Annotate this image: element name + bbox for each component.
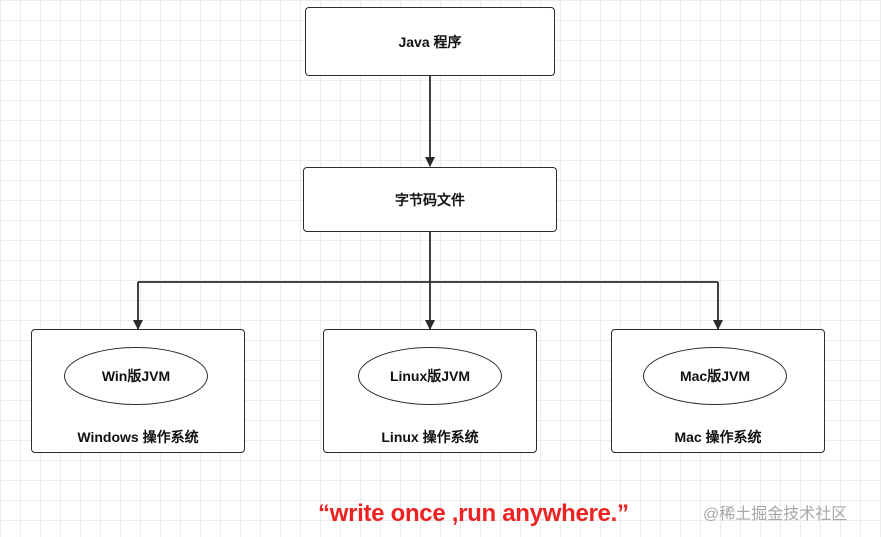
- mac-jvm-label: Mac版JVM: [679, 368, 751, 384]
- java-program-label: Java 程序: [398, 33, 462, 50]
- java-program-box: Java 程序: [305, 7, 555, 76]
- linux-os-label: Linux 操作系统: [381, 429, 479, 445]
- slogan-text: “write once ,run anywhere.”: [318, 500, 629, 527]
- windows-jvm-ellipse: Win版JVM: [64, 347, 208, 405]
- linux-jvm-label: Linux版JVM: [389, 368, 471, 384]
- windows-os-box: Win版JVM Windows 操作系统: [31, 329, 245, 453]
- mac-os-box: Mac版JVM Mac 操作系统: [611, 329, 825, 453]
- mac-jvm-ellipse: Mac版JVM: [643, 347, 787, 405]
- bytecode-file-label: 字节码文件: [395, 191, 465, 208]
- watermark-text: @稀土掘金技术社区: [703, 506, 848, 523]
- mac-os-label: Mac 操作系统: [674, 429, 762, 445]
- bytecode-file-box: 字节码文件: [303, 167, 557, 232]
- windows-jvm-label: Win版JVM: [101, 368, 171, 384]
- linux-os-box: Linux版JVM Linux 操作系统: [323, 329, 537, 453]
- linux-jvm-ellipse: Linux版JVM: [358, 347, 502, 405]
- windows-os-label: Windows 操作系统: [77, 429, 199, 445]
